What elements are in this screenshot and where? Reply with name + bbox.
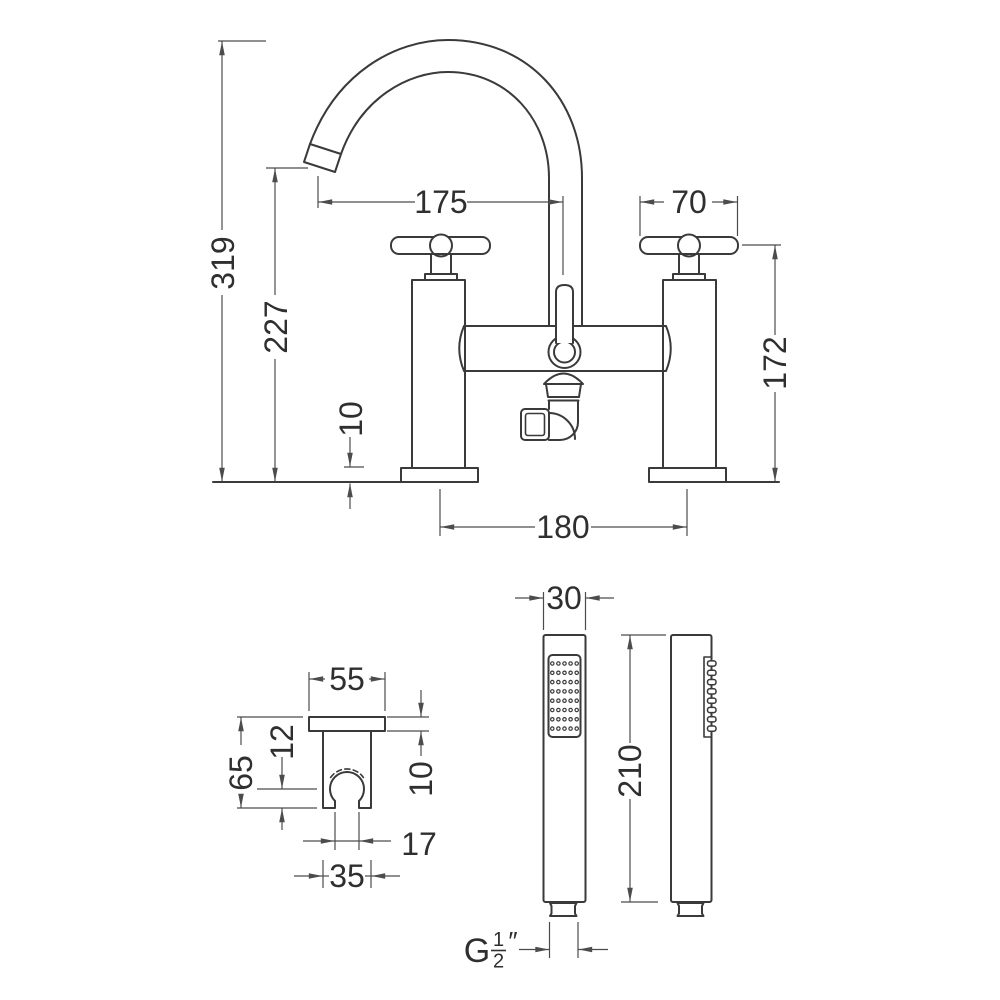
dim-label-overall-height: 319: [205, 236, 241, 289]
hose-outlet-collar: [543, 372, 584, 423]
left-base-plate: [400, 467, 479, 483]
thread-label-g: G: [464, 932, 490, 970]
dim-label-base-plate: 10: [333, 401, 369, 437]
hose-elbow-flange: [520, 408, 550, 441]
dim-label-handle-height: 172: [757, 336, 793, 389]
ext-handset-length: [621, 634, 666, 903]
bracket-hook-dashed-arc: [329, 768, 365, 779]
dim-label-hook-offset: 12: [264, 724, 300, 760]
ext-bracket-body-width: [322, 860, 372, 888]
dim-label-bracket-height: 65: [223, 755, 259, 791]
thread-inch-mark: ″: [508, 926, 517, 956]
wall-bracket-view: [308, 716, 386, 809]
handset-side-body: [670, 634, 713, 903]
dim-label-slot-width: 17: [401, 826, 437, 862]
spray-nozzle-dots: [549, 661, 580, 731]
right-base-plate: [648, 467, 727, 483]
right-pillar: [662, 279, 717, 469]
left-handle-hub: [429, 233, 453, 258]
faucet-dimensions: 319 227 10 175 70 172 180: [205, 40, 793, 545]
ext-handle-width: [639, 196, 739, 236]
ext-bracket-plate-thickness: [387, 716, 429, 732]
handset-side-faceplate: [703, 656, 713, 738]
ext-handset-thread: [548, 922, 579, 958]
handset-front-view: [542, 634, 587, 917]
bracket-wall-plate: [308, 716, 386, 732]
handset-side-connector: [676, 902, 705, 917]
dim-label-spout-reach: 175: [414, 184, 467, 220]
thread-fraction-denominator: 2: [493, 951, 504, 973]
spout-inner-curve: [340, 71, 550, 327]
dim-label-plate-thickness: 10: [403, 761, 439, 797]
dim-label-body-width: 35: [329, 858, 365, 894]
ext-bracket-width: [308, 672, 386, 711]
handset-dimensions: 30 210 G 1 2 ″: [464, 580, 666, 973]
left-pillar: [411, 279, 466, 469]
right-handle-hub: [677, 233, 701, 258]
dim-label-spout-height: 227: [258, 300, 294, 353]
ext-handset-width: [542, 592, 587, 630]
dim-label-tap-centres: 180: [536, 509, 589, 545]
bracket-body: [322, 730, 372, 809]
dim-label-handset-width: 30: [546, 580, 582, 616]
dim-label-bracket-width: 55: [329, 661, 365, 697]
spout-outer-curve: [309, 39, 583, 327]
faucet-front-view: [212, 39, 780, 483]
bracket-hook-ring: [329, 770, 365, 802]
handset-front-connector: [549, 902, 578, 917]
hose-elbow-flange-inner: [524, 412, 546, 437]
handset-spray-face: [547, 654, 582, 738]
thread-fraction-numerator: 1: [493, 929, 504, 951]
dim-label-handset-length: 210: [612, 744, 648, 797]
handset-side-view: [670, 634, 717, 917]
diverter-lever: [555, 284, 574, 344]
ext-tap-centres: [439, 489, 688, 536]
hose-elbow: [548, 412, 579, 441]
spout-nozzle: [303, 143, 342, 173]
dim-label-handle-width: 70: [671, 184, 707, 220]
ext-bracket-slot: [334, 812, 360, 850]
wall-bracket-dimensions: 55 65 12 10 17 35: [223, 661, 439, 894]
